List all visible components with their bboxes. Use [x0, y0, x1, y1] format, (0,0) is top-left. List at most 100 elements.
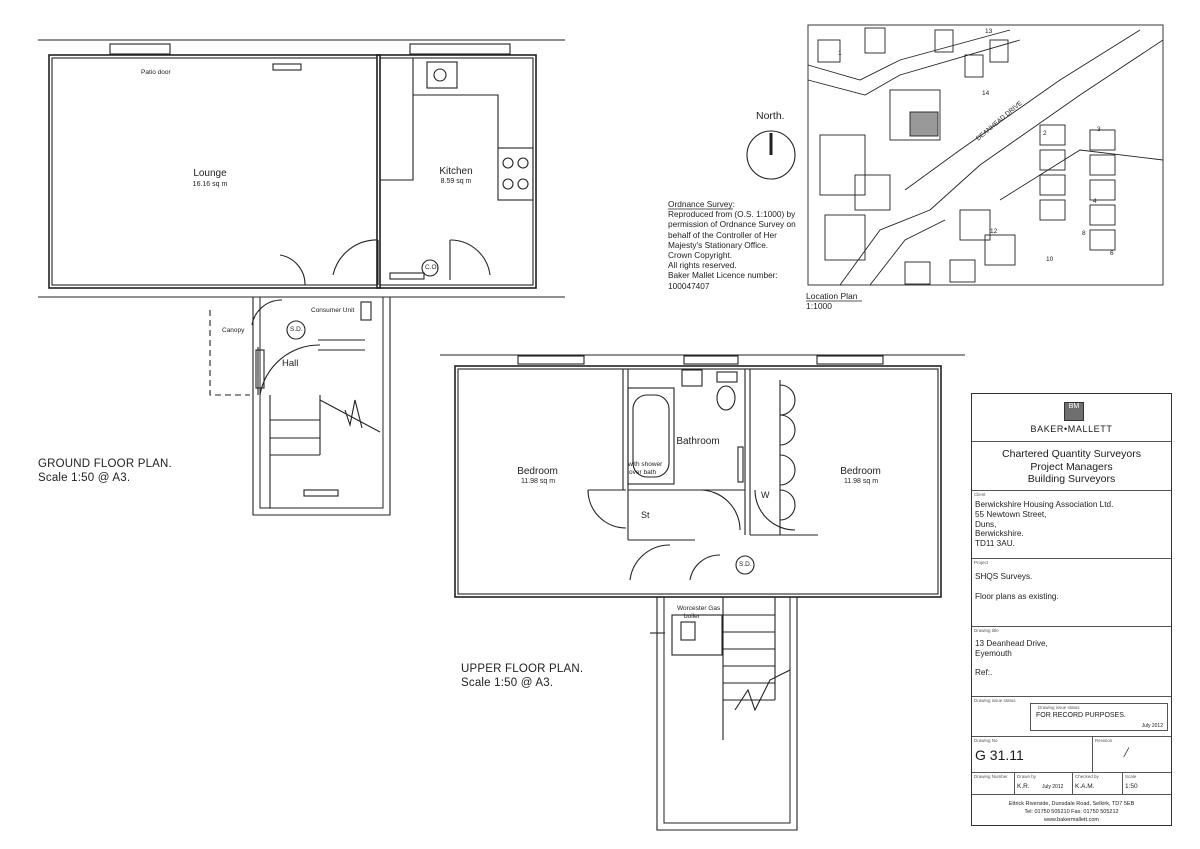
drawing-number: G 31.11 [975, 747, 1024, 763]
revision-caption: Revision [1095, 738, 1113, 743]
os-line: Majesty's Stationary Office. [668, 239, 769, 250]
client-line: Berwickshire Housing Association Ltd. [975, 500, 1114, 509]
wardrobe-label: W [761, 490, 770, 500]
project-caption: Project [974, 560, 989, 565]
house-number: 8 [1082, 230, 1086, 237]
client-section: Client Berwickshire Housing Association … [972, 491, 1171, 559]
project-line: SHQS Surveys. [975, 572, 1033, 581]
house-number: 1 [838, 50, 842, 57]
drawn-by: K.R. [1017, 783, 1030, 790]
os-line: 100047407 [668, 280, 710, 291]
clean-out-label: C.O. [425, 264, 439, 271]
status-box: Drawing issue status FOR RECORD PURPOSES… [1030, 703, 1168, 731]
brand-name: BAKER•MALLETT [1030, 424, 1113, 434]
os-line: All rights reserved. [668, 260, 737, 271]
bedroom-left-label: Bedroom [517, 466, 558, 477]
firm-contact: Ettrick Riverside, Dunsdale Road, Selkir… [972, 800, 1171, 824]
north-arrow-icon [746, 130, 796, 180]
scale-value: 1:50 [1125, 783, 1138, 790]
ground-floor-walls [48, 43, 537, 516]
north-label: North. [756, 110, 785, 122]
boiler-label-line1: Worcester Gas [677, 605, 721, 612]
os-line: behalf of the Controller of Her [668, 229, 777, 240]
drawing-title-line: Ref:. [975, 668, 993, 678]
firm-address: Ettrick Riverside, Dunsdale Road, Selkir… [1008, 801, 1135, 807]
ordnance-survey-note: Ordnance Survey: Reproduced from (O.S. 1… [668, 199, 796, 291]
house-number: 13 [985, 28, 993, 35]
status-text: FOR RECORD PURPOSES. [1036, 712, 1126, 719]
consumer-unit-label: Consumer Unit [311, 307, 355, 314]
store-label: St [641, 510, 650, 520]
drawing-number-row-caption: Drawing Number [974, 774, 1008, 779]
patio-door-label: Patio door [141, 69, 171, 76]
canopy-label: Canopy [222, 327, 245, 334]
client-line: 55 Newtown Street, [975, 509, 1047, 519]
checked-by-caption: Checked by [1075, 774, 1099, 779]
project-section: Project SHQS Surveys. Floor plans as exi… [972, 559, 1171, 627]
os-heading: Ordnance Survey: [668, 199, 735, 209]
status-box-caption: Drawing issue status [1038, 705, 1080, 710]
client-line: Berwickshire. [975, 529, 1024, 539]
scale-caption: Scale [1125, 774, 1137, 779]
hall-label: Hall [282, 358, 299, 369]
kitchen-label: Kitchen [439, 166, 473, 177]
client-line: Duns, [975, 519, 997, 529]
drawn-checked-row: Drawing Number Drawn by K.R. July 2012 C… [972, 773, 1171, 795]
baker-mallett-logo: BM [1064, 402, 1084, 421]
drawing-title-line: Eyemouth [975, 648, 1012, 658]
lounge-area: 16.16 sq m [192, 181, 228, 188]
house-number: 14 [982, 90, 990, 97]
drawing-title-section: Drawing title 13 Deanhead Drive, Eyemout… [972, 627, 1171, 697]
ground-floor-title: GROUND FLOOR PLAN. [38, 458, 172, 470]
house-number: 4 [1093, 198, 1097, 205]
upper-floor-title: UPPER FLOOR PLAN. [461, 663, 584, 675]
client-details: Berwickshire Housing Association Ltd. 55… [975, 500, 1113, 549]
revision-value: / [1124, 745, 1129, 761]
client-caption: Client [974, 492, 986, 497]
ground-floor-scale: Scale 1:50 @ A3. [38, 472, 131, 484]
status-caption: Drawing issue status [974, 698, 1016, 703]
os-line: Crown Copyright. [668, 250, 733, 261]
location-plan-label: Location Plan [806, 291, 858, 301]
upper-floor-scale: Scale 1:50 @ A3. [461, 677, 554, 689]
bedroom-left-area: 11.98 sq m [520, 478, 556, 485]
firm-service: Project Managers [1030, 460, 1113, 473]
bedroom-right-area: 11.98 sq m [843, 478, 879, 485]
project-line: Floor plans as existing. [975, 591, 1059, 601]
firm-phone: Tel: 01750 505210 Fax: 01750 505212 [1024, 809, 1119, 815]
drawing-number-section: Drawing No G 31.11 Revision / [972, 737, 1171, 773]
os-line: Reproduced from (O.S. 1:1000) by [668, 209, 796, 220]
drawing-number-caption: Drawing No [974, 738, 998, 743]
status-section: Drawing issue status Drawing issue statu… [972, 697, 1171, 737]
firm-service: Building Surveyors [1027, 473, 1116, 485]
firm-header: BM BAKER•MALLETT Chartered Quantity Surv… [972, 394, 1171, 491]
over-bath-label: over bath [629, 469, 657, 476]
client-line: TD11 3AU. [975, 539, 1015, 549]
status-date: July 2012 [1141, 723, 1163, 729]
drawing-title-caption: Drawing title [974, 628, 999, 633]
house-number: 6 [1110, 250, 1114, 257]
os-line: Baker Mallet Licence number: [668, 270, 778, 281]
drawn-date: July 2012 [1042, 784, 1064, 790]
lounge-label: Lounge [193, 168, 227, 179]
boiler-label-line2: boiler [684, 613, 700, 620]
smoke-detector-ground-label: S.D. [290, 326, 303, 333]
house-number: 12 [990, 228, 998, 235]
os-line: permission of Ordnance Survey on [668, 219, 796, 230]
bedroom-right-label: Bedroom [840, 466, 881, 477]
smoke-detector-upper-label: S.D. [739, 561, 752, 568]
drawing-title-line: 13 Deanhead Drive, [975, 639, 1048, 648]
firm-service: Chartered Quantity Surveyors [1002, 448, 1141, 460]
firm-website: www.bakermallett.com [1043, 817, 1100, 823]
house-number: 3 [1097, 126, 1101, 133]
bathroom-label: Bathroom [676, 436, 720, 447]
project-details: SHQS Surveys. Floor plans as existing. [975, 572, 1059, 601]
title-block: BM BAKER•MALLETT Chartered Quantity Surv… [971, 393, 1172, 826]
upper-floor-walls [440, 354, 965, 831]
location-map [807, 24, 1164, 286]
drawing-title-details: 13 Deanhead Drive, Eyemouth Ref:. [975, 639, 1048, 678]
shower-label: with shower [628, 461, 663, 468]
checked-by: K.A.M. [1075, 783, 1095, 790]
kitchen-area: 8.59 sq m [440, 178, 472, 185]
